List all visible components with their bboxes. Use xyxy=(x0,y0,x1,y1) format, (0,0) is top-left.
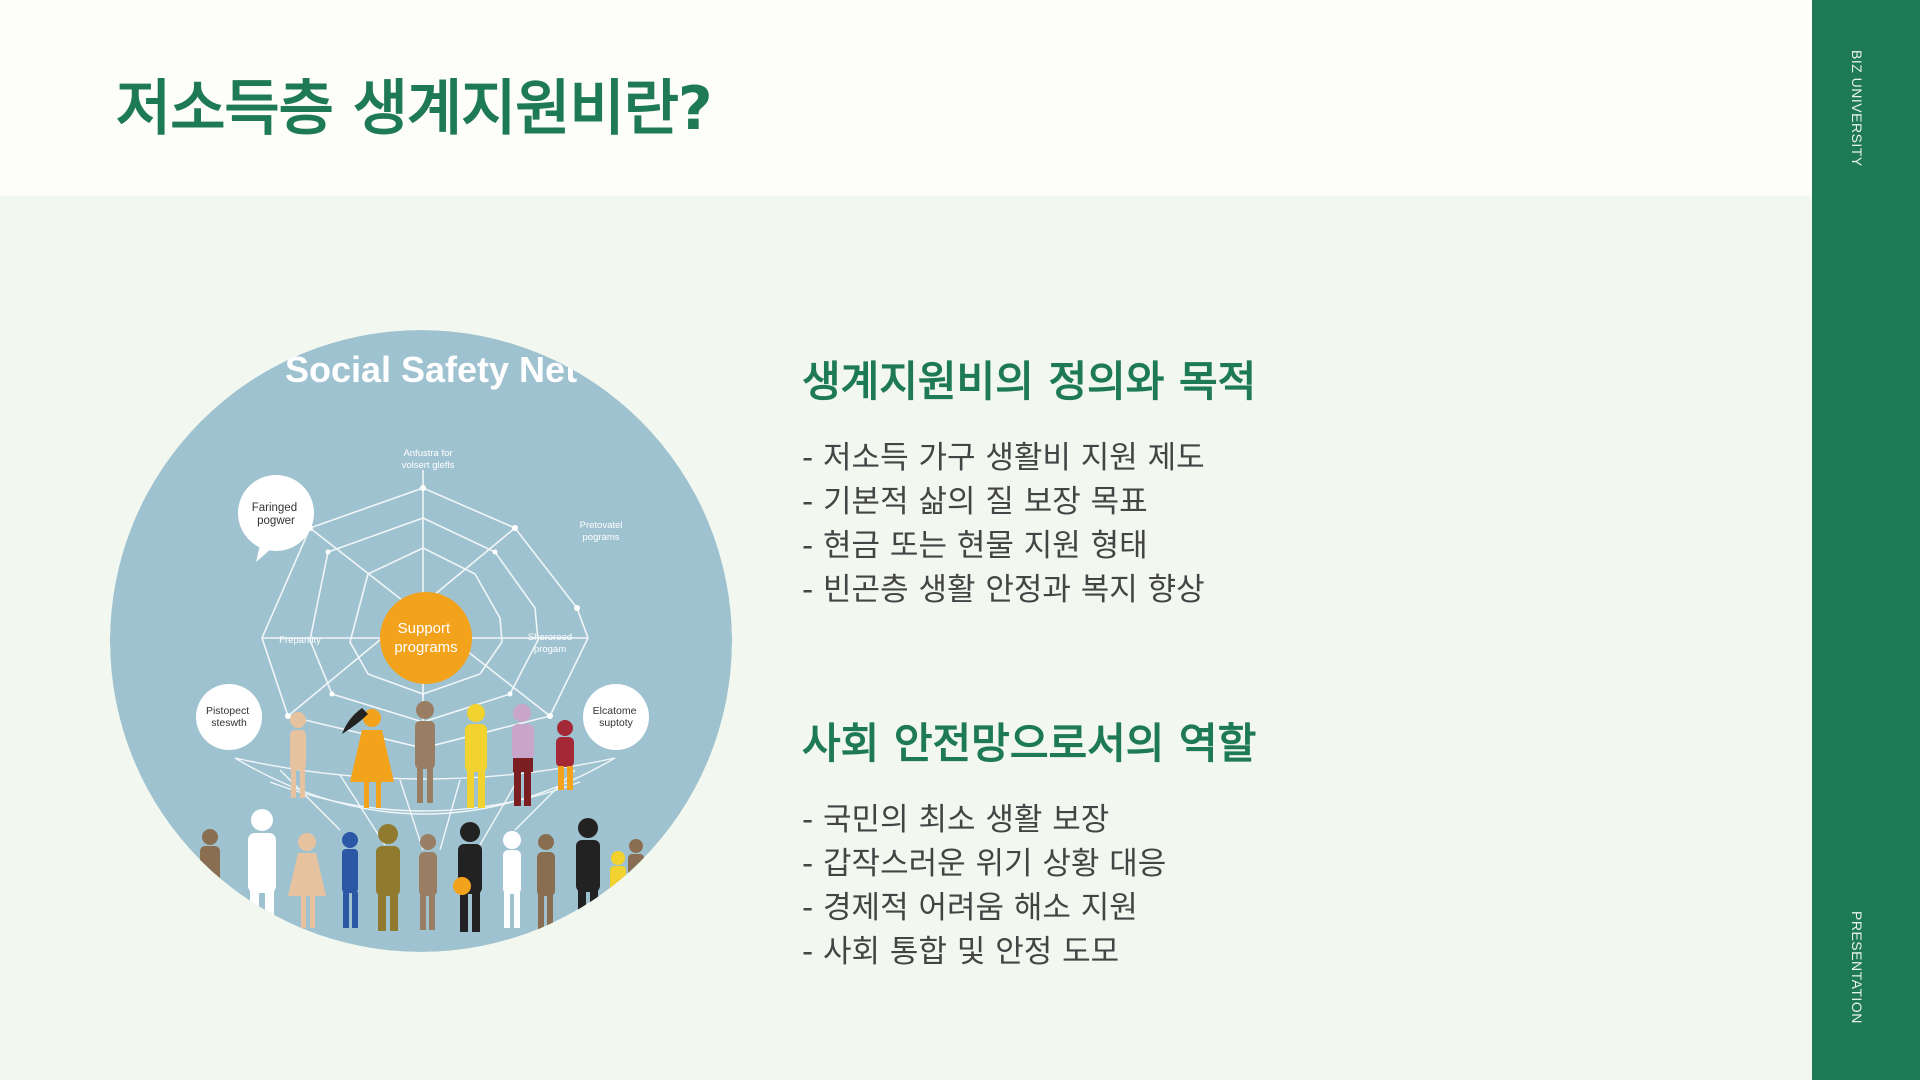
bubble-3-line-1: Elcatome xyxy=(593,705,637,717)
web-label-top-right-2: pograms xyxy=(583,532,620,543)
svg-text:Support programs: Support programs xyxy=(394,620,457,656)
sidebar-label-bottom: PRESENTATION xyxy=(1849,911,1865,1024)
list-item: - 기본적 삶의 질 보장 목표 xyxy=(802,484,1148,520)
section-safety-net-role: 사회 안전망으로서의 역할 - 국민의 최소 생활 보장 - 갑작스러운 위기 … xyxy=(802,716,1702,974)
list-item: - 사회 통합 및 안정 도모 xyxy=(802,934,1120,970)
bubble-3: Elcatome suptoty xyxy=(583,684,649,750)
web-label-top-right-1: Pretovatel xyxy=(580,520,623,531)
section-1-list: - 저소득 가구 생활비 지원 제도 - 기본적 삶의 질 보장 목표 - 현금… xyxy=(802,436,1702,612)
sidebar-band xyxy=(1812,0,1920,1080)
section-2-list: - 국민의 최소 생활 보장 - 갑작스러운 위기 상황 대응 - 경제적 어려… xyxy=(802,798,1702,974)
bubble-1: Faringed pogwer xyxy=(238,475,314,562)
bubble-2-line-1: Pistopect xyxy=(206,705,249,717)
bubble-3-line-2: suptoty xyxy=(599,717,634,729)
header-bar: 저소득층 생계지원비란? xyxy=(0,0,1812,196)
web-label-left: Freparility xyxy=(279,635,321,646)
bubble-2-line-2: steswth xyxy=(211,717,247,729)
web-label-top-2: volsert glefls xyxy=(402,460,455,471)
web-label-right-2: progam xyxy=(534,644,566,655)
svg-text:Faringed pogwer: Faringed pogwer xyxy=(252,502,301,527)
list-item: - 현금 또는 현물 지원 형태 xyxy=(802,528,1148,564)
support-programs-circle xyxy=(380,592,472,684)
svg-text:Pistopect steswth: Pistopect steswth xyxy=(206,705,252,729)
section-2-heading: 사회 안전망으로서의 역할 xyxy=(802,719,1257,768)
list-item: - 갑작스러운 위기 상황 대응 xyxy=(802,846,1167,882)
social-safety-net-illustration: Support programs Social Safety Net Anfus… xyxy=(110,330,732,952)
bubble-1-line-2: pogwer xyxy=(257,515,295,527)
sidebar-label-top: BIZ UNIVERSITY xyxy=(1849,50,1865,167)
center-label-line-2: programs xyxy=(394,639,457,656)
page-title: 저소득층 생계지원비란? xyxy=(116,74,713,144)
list-item: - 저소득 가구 생활비 지원 제도 xyxy=(802,440,1205,476)
illustration-title: Social Safety Net xyxy=(285,349,577,390)
web-label-top-1: Anfustra for xyxy=(403,448,452,459)
section-1-heading: 생계지원비의 정의와 목적 xyxy=(802,357,1257,406)
list-item: - 국민의 최소 생활 보장 xyxy=(802,802,1110,838)
bubble-1-line-1: Faringed xyxy=(252,502,297,514)
section-definition: 생계지원비의 정의와 목적 - 저소득 가구 생활비 지원 제도 - 기본적 삶… xyxy=(802,354,1702,612)
list-item: - 빈곤층 생활 안정과 복지 향상 xyxy=(802,572,1205,608)
svg-text:Elcatome suptoty: Elcatome suptoty xyxy=(593,705,640,729)
bubble-2: Pistopect steswth xyxy=(196,684,262,750)
list-item: - 경제적 어려움 해소 지원 xyxy=(802,890,1138,926)
center-label-line-1: Support xyxy=(398,620,451,637)
web-label-right-1: Sheroreed xyxy=(528,632,572,643)
people-upper-row xyxy=(290,701,574,808)
